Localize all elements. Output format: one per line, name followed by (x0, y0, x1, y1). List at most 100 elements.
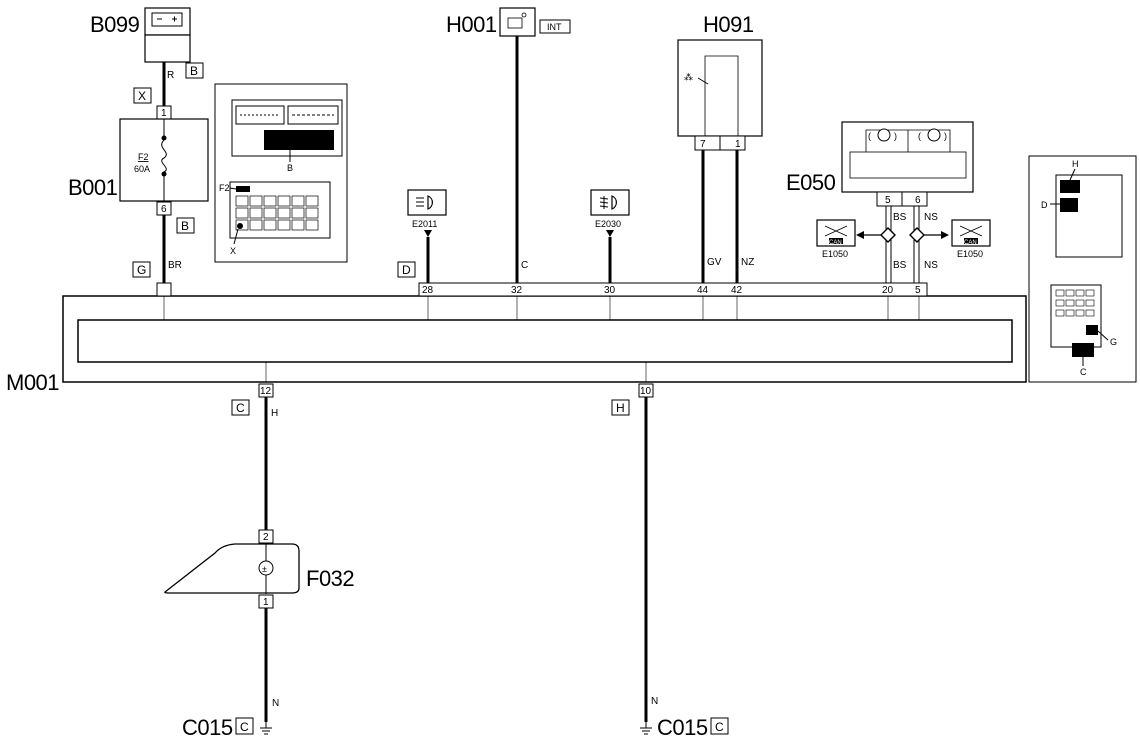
wire-ns-bottom: NS (924, 260, 938, 271)
ground-2-tag-box (710, 717, 729, 735)
ground-1-tag-box (235, 717, 254, 735)
ground-symbol-2 (640, 722, 652, 735)
pin-m001-30: 30 (604, 285, 616, 296)
body-computer-inset (1028, 155, 1137, 383)
svg-text:): ) (944, 131, 947, 141)
can-node-left (880, 227, 896, 243)
svg-text:): ) (894, 131, 897, 141)
pin-f032-1: 1 (263, 597, 269, 608)
can-module-right[interactable] (951, 219, 991, 247)
wire-br: BR (168, 260, 182, 271)
warn-light-e2030[interactable] (590, 189, 630, 216)
conn-b099-box (185, 62, 204, 79)
pin-m001-12: 12 (260, 386, 272, 397)
warn-light-e2011-label: E2011 (412, 219, 437, 229)
wire-ns-top: NS (924, 212, 938, 223)
fuse-box-inset (214, 83, 348, 263)
instrument-panel-label: E050 (786, 170, 836, 195)
conn-d: D (402, 263, 411, 277)
can-bus-wires (885, 206, 920, 283)
wire-bs-top: BS (893, 212, 907, 223)
inset-f2: F2 (219, 183, 230, 193)
rear-fog-switch-label: H091 (703, 12, 754, 37)
can-badge-left: CAN (829, 240, 842, 246)
conn-b099: B (190, 64, 198, 78)
switch-h091[interactable]: ⁂ (677, 39, 763, 137)
pin-m001-28: 28 (422, 285, 434, 296)
inset-h: H (1072, 159, 1079, 169)
pin-m001-10: 10 (640, 386, 652, 397)
inset-b: B (287, 163, 293, 173)
body-computer-m001[interactable] (62, 295, 1027, 383)
pin-h091-7: 7 (700, 139, 706, 150)
pin-m001-g-box (156, 282, 172, 297)
pin-m001-42: 42 (731, 285, 743, 296)
battery-label: B099 (90, 12, 140, 37)
inset-g: G (1110, 337, 1117, 347)
conn-g: G (137, 263, 146, 277)
wire-r: R (167, 70, 174, 81)
switch-label: H001 (446, 12, 497, 37)
wire-bs-bottom: BS (893, 260, 907, 271)
conn-h: H (616, 401, 625, 415)
inset-d: D (1041, 200, 1048, 210)
fuse-box-label: B001 (68, 175, 118, 200)
conn-g-box (132, 261, 151, 278)
svg-text:⁂: ⁂ (684, 72, 693, 82)
pin-e050-5: 5 (885, 195, 891, 206)
svg-text:(: ( (918, 131, 921, 141)
conn-d-box (397, 261, 416, 278)
conn-x: X (138, 89, 146, 103)
inset-x: X (230, 246, 236, 256)
ground-1-label: C015 (182, 715, 233, 740)
warn-light-e2011[interactable] (407, 189, 447, 216)
conn-c-box (231, 399, 250, 416)
pin-m001-5: 5 (915, 285, 921, 296)
body-computer-label: M001 (6, 370, 59, 395)
can-module-right-label: E1050 (957, 249, 983, 259)
can-node-right (909, 227, 925, 243)
wire-n-1: N (272, 698, 279, 709)
conn-b-box (176, 217, 195, 234)
battery-b099[interactable] (144, 7, 191, 63)
conn-b: B (181, 219, 189, 233)
ground-symbol-1 (260, 722, 272, 735)
wire-h: H (271, 408, 278, 419)
pin-b001-1: 1 (161, 108, 167, 119)
svg-text:(: ( (868, 131, 871, 141)
instrument-panel-e050[interactable]: ( ) ( ) (841, 121, 974, 193)
can-module-left-label: E1050 (822, 249, 848, 259)
conn-h-box (611, 399, 630, 416)
m001-top-pins (418, 282, 928, 297)
warn-light-e2030-label: E2030 (595, 219, 621, 229)
pin-e050-6: 6 (915, 195, 921, 206)
wire-gv-label: GV (707, 257, 722, 268)
pin-b001-6: 6 (161, 204, 167, 215)
conn-x-box (133, 87, 152, 104)
fuse-f2-label: F2 (138, 152, 149, 162)
m001-internal-lines (163, 296, 920, 382)
pin-m001-20: 20 (882, 285, 894, 296)
pin-m001-44: 44 (697, 285, 709, 296)
wire-c: C (521, 260, 528, 271)
fuse-box-b001[interactable] (119, 118, 209, 202)
fuse-rating: 60A (134, 164, 150, 174)
pin-m001-32: 32 (511, 285, 523, 296)
switch-tag-box (539, 19, 571, 34)
wire-nz-label: NZ (741, 257, 754, 268)
switch-tag: INT (547, 22, 562, 32)
can-module-left[interactable] (816, 219, 856, 247)
ground-2-tag: C (715, 720, 724, 734)
ground-1-tag: C (240, 720, 249, 734)
ground-2-label: C015 (657, 715, 708, 740)
pin-f032-2: 2 (263, 532, 269, 543)
wire-n-2: N (651, 696, 658, 707)
inset-c: C (1080, 367, 1087, 377)
motor-label: F032 (306, 566, 354, 591)
svg-text:±: ± (262, 564, 267, 574)
can-badge-right: CAN (964, 240, 977, 246)
switch-h001[interactable] (499, 7, 536, 37)
motor-f032[interactable]: ± (164, 543, 300, 594)
conn-c: C (236, 401, 245, 415)
